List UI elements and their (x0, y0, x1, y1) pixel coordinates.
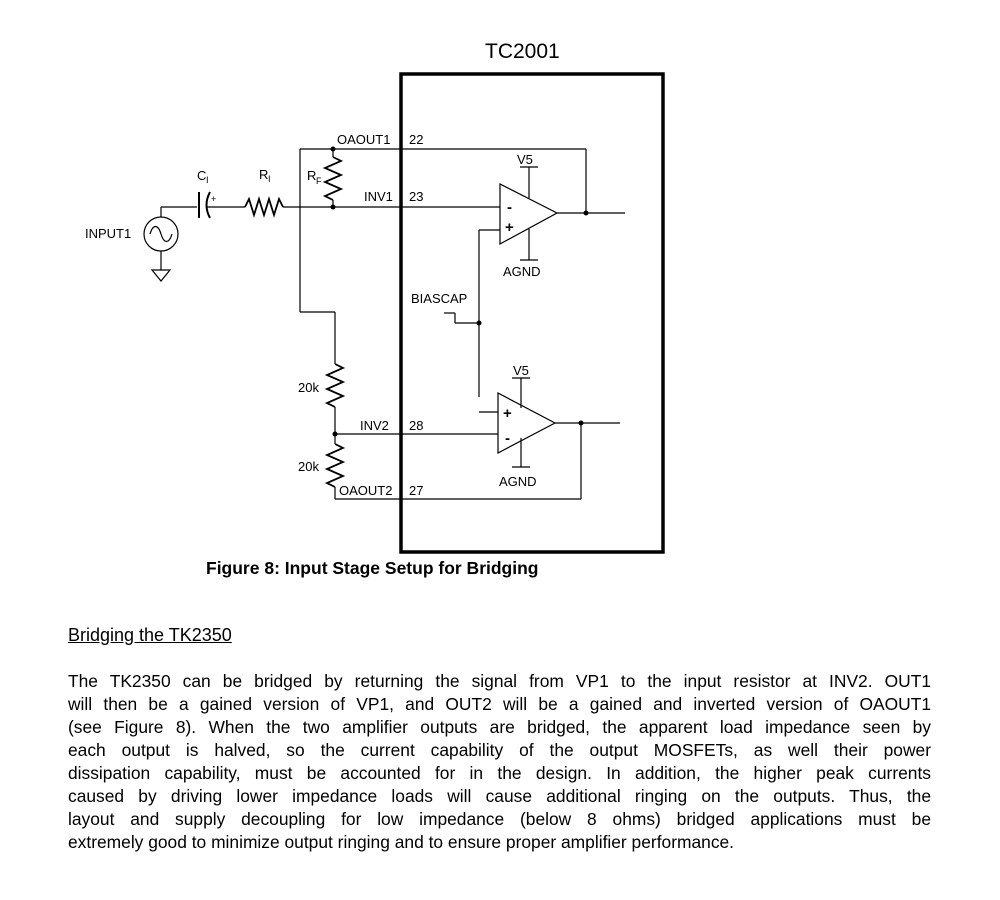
body-paragraph: The TK2350 can be bridged by returning t… (68, 670, 931, 854)
capacitor-label: C (197, 168, 206, 183)
amp1-minus-sign: - (507, 199, 512, 216)
body-line: The TK2350 can be bridged by returning t… (68, 671, 931, 691)
pin-inv2-label: INV2 (360, 418, 389, 433)
resistor-ri-icon (244, 195, 284, 219)
pin-oaout1-label: OAOUT1 (337, 132, 390, 147)
ac-source-icon (143, 207, 179, 270)
body-line: (see Figure 8). When the two amplifier o… (68, 717, 931, 737)
input-resistor-label: R (259, 167, 268, 182)
feedback-resistor-subscript: F (316, 176, 322, 186)
amp2-supply-label: V5 (513, 363, 529, 378)
bridging-schematic: TC2001 INPUT1 C I + R I R F 20k 20k OAOU… (85, 40, 665, 554)
chip-outline (399, 72, 665, 554)
junction-dots (330, 146, 589, 437)
section-heading: Bridging the TK2350 (68, 625, 232, 645)
resistor-top-value: 20k (298, 380, 319, 395)
amp1-plus-sign: + (505, 219, 514, 236)
pin-inv1-number: 23 (409, 189, 423, 204)
body-line: will then be a gained version of VP1, an… (68, 694, 931, 714)
body-line: layout and supply decoupling for low imp… (68, 809, 931, 829)
feedback-resistor-label: R (307, 168, 316, 183)
source-label: INPUT1 (85, 226, 131, 241)
resistor-20k-top-icon (324, 363, 346, 408)
body-line: dissipation capability, must be accounte… (68, 763, 931, 783)
ground-icon (150, 269, 172, 282)
resistor-20k-bottom-icon (324, 443, 346, 488)
input-resistor-subscript: I (268, 174, 271, 184)
pin-oaout2-number: 27 (409, 483, 423, 498)
amp2-minus-sign: - (505, 430, 510, 447)
amp2-plus-sign: + (503, 405, 512, 422)
amp1-supply-label: V5 (517, 152, 533, 167)
capacitor-ci-icon (198, 191, 211, 219)
figure-caption: Figure 8: Input Stage Setup for Bridging (206, 558, 539, 578)
op-amp-1-icon (499, 183, 559, 246)
resistor-rf-icon (322, 156, 344, 201)
biascap-label: BIASCAP (411, 291, 467, 306)
amp2-ground-label: AGND (499, 474, 537, 489)
amp1-ground-label: AGND (503, 264, 541, 279)
pin-inv1-label: INV1 (364, 189, 393, 204)
body-line: caused by driving lower impedance loads … (68, 786, 931, 806)
pin-oaout2-label: OAOUT2 (339, 483, 392, 498)
pin-inv2-number: 28 (409, 418, 423, 433)
body-line: extremely good to minimize output ringin… (68, 832, 735, 852)
capacitor-subscript: I (206, 175, 209, 185)
pin-oaout1-number: 22 (409, 132, 423, 147)
resistor-bottom-value: 20k (298, 459, 319, 474)
op-amp-2-icon (497, 392, 557, 454)
capacitor-polarity: + (211, 194, 216, 204)
chip-label: TC2001 (485, 40, 560, 63)
body-line: each output is halved, so the current ca… (68, 740, 931, 760)
